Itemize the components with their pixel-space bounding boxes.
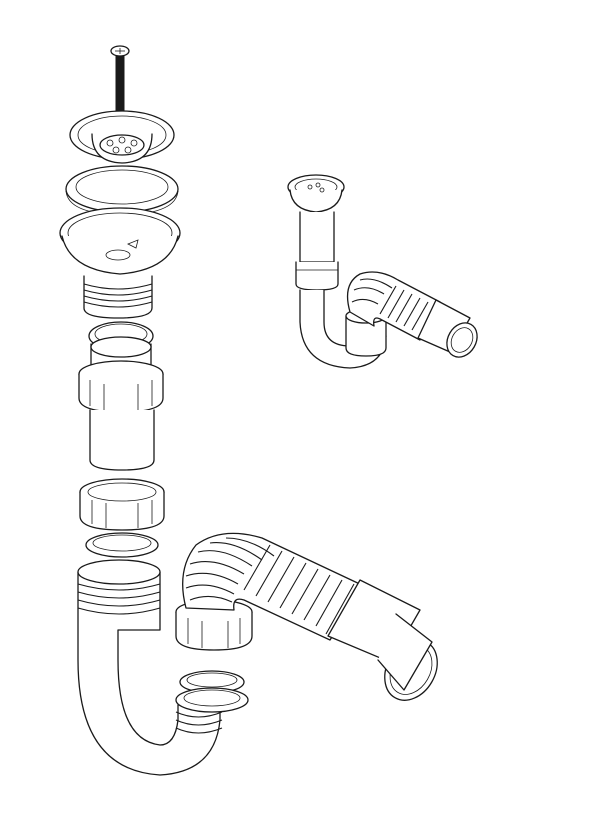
thread-icon	[83, 275, 153, 319]
screw-icon	[110, 45, 130, 123]
assembled-siphon-icon	[287, 174, 478, 369]
strainer-icon	[69, 110, 175, 164]
nut-icon	[78, 360, 164, 413]
washer-icon	[175, 670, 249, 713]
trap-icon	[77, 559, 223, 776]
sleeve-icon	[327, 579, 438, 701]
nut-icon	[79, 478, 165, 531]
gasket-icon	[65, 165, 179, 216]
washer-icon	[85, 532, 159, 558]
hose-icon	[182, 532, 365, 641]
exploded-view	[59, 45, 438, 776]
pipe-icon	[89, 409, 155, 471]
strainer-body-icon	[59, 207, 181, 275]
